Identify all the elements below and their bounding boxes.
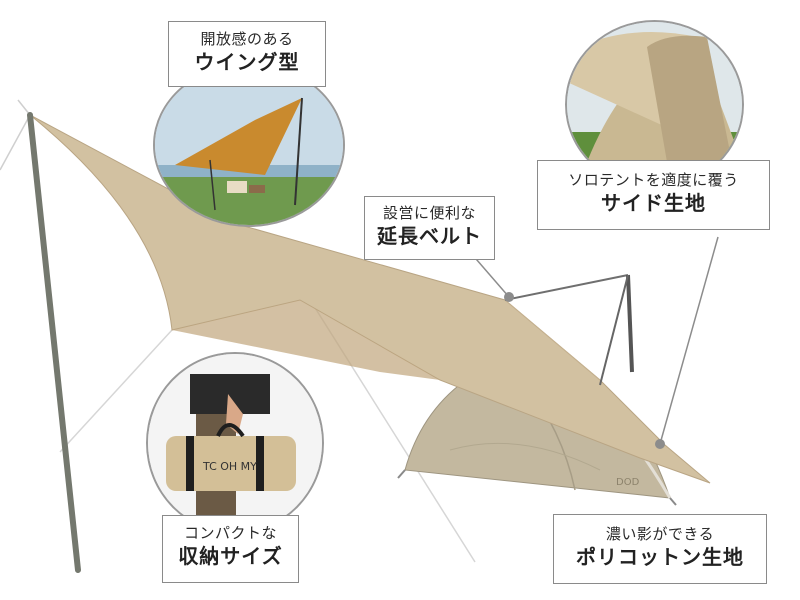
callout-compact-big: 収納サイズ xyxy=(178,544,283,568)
callout-side-small: ソロテントを適度に覆う xyxy=(568,171,739,189)
tarp-fold-shadow xyxy=(172,300,440,380)
mini-chair xyxy=(227,181,247,193)
guy-line-right-pole xyxy=(599,274,629,386)
wing-photo-art xyxy=(155,65,343,225)
callout-wing-big: ウイング型 xyxy=(194,50,300,74)
callout-fabric: 濃い影ができる ポリコットン生地 xyxy=(553,514,767,584)
side-pointer-dot xyxy=(655,439,665,449)
callout-wing: 開放感のある ウイング型 xyxy=(168,21,326,87)
main-pole-left xyxy=(27,112,81,573)
callout-belt: 設営に便利な 延長ベルト xyxy=(364,196,495,260)
tent-logo: DOD xyxy=(616,477,640,488)
callout-belt-big: 延長ベルト xyxy=(377,224,482,248)
tent-peg-right xyxy=(669,497,677,506)
callout-side: ソロテントを適度に覆う サイド生地 xyxy=(537,160,770,230)
guy-line-left-top-2 xyxy=(17,99,31,116)
tent-peg-left xyxy=(397,469,406,479)
extension-belt xyxy=(504,274,629,301)
bag-photo-art: TC OH MY xyxy=(148,354,322,532)
callout-wing-small: 開放感のある xyxy=(200,30,294,48)
guy-line-left-bottom xyxy=(59,329,173,453)
callout-side-big: サイド生地 xyxy=(601,191,706,215)
callout-fabric-small: 濃い影ができる xyxy=(605,525,715,543)
bag-strap-2 xyxy=(256,436,264,491)
callout-fabric-big: ポリコットン生地 xyxy=(576,545,744,569)
callout-compact: コンパクトな 収納サイズ xyxy=(162,515,299,583)
inset-wing-photo xyxy=(153,63,345,227)
mini-pole-right xyxy=(294,97,303,206)
tent-door xyxy=(647,35,732,162)
bag-strap-1 xyxy=(186,436,194,491)
bag-handle xyxy=(216,423,245,438)
callout-compact-small: コンパクトな xyxy=(183,524,277,542)
mini-tarp xyxy=(175,98,302,175)
guy-line-left-top xyxy=(0,114,31,171)
callout-belt-small: 設営に便利な xyxy=(382,204,476,222)
inset-bag-photo: TC OH MY xyxy=(146,352,324,534)
mini-table xyxy=(249,185,265,193)
main-pole-right xyxy=(626,274,634,373)
side-photo-art xyxy=(567,22,742,187)
belt-pointer-dot xyxy=(504,292,514,302)
bag-print: TC OH MY xyxy=(202,460,257,473)
mini-pole-left xyxy=(209,159,216,211)
side-pointer-line xyxy=(659,236,719,445)
tent-panel-line xyxy=(449,442,601,471)
tarp-ridge xyxy=(504,299,601,381)
